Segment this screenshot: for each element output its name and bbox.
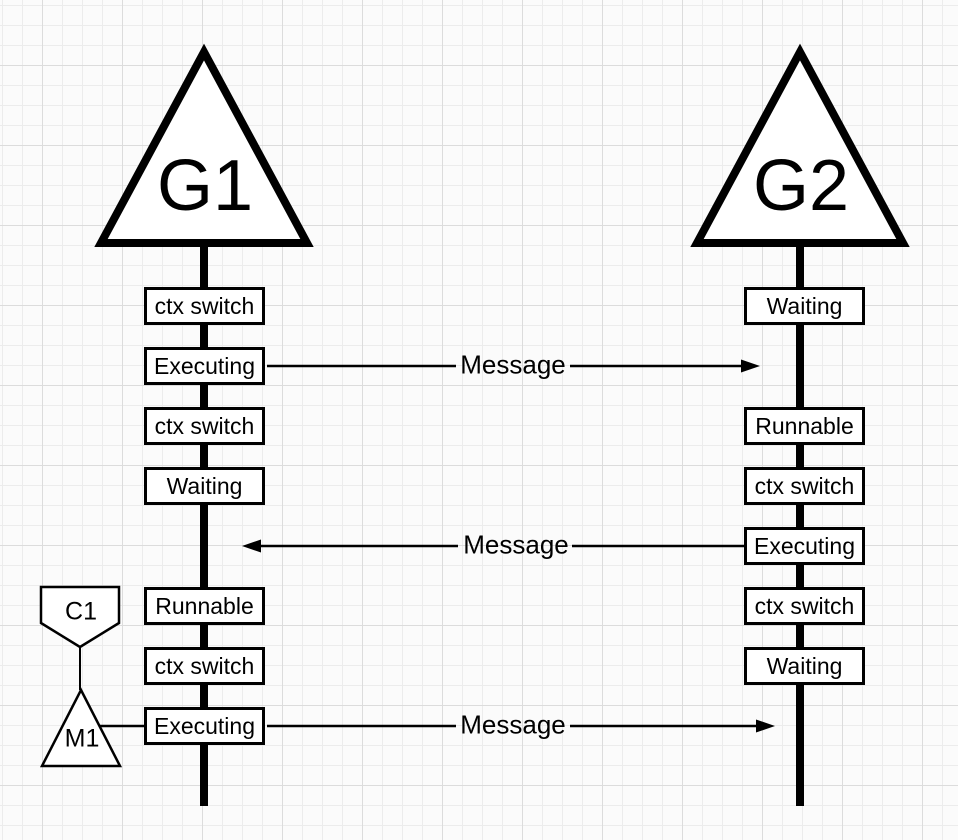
- g2-state-box-3: ctx switch: [744, 467, 865, 505]
- c1-label: C1: [65, 597, 97, 626]
- g1-state-box-5: Runnable: [144, 587, 265, 625]
- message-1-label: Message: [460, 349, 566, 380]
- g2-state-box-5: ctx switch: [744, 587, 865, 625]
- g1-state-box-1: ctx switch: [144, 287, 265, 325]
- g2-state-box-1: Waiting: [744, 287, 865, 325]
- g1-triangle-shape: [94, 43, 314, 247]
- message-arrow-2: [242, 539, 744, 553]
- message-arrow-1: [267, 359, 760, 373]
- g1-state-box-2: Executing: [144, 347, 265, 385]
- message-2-arrowhead-left-icon: [242, 539, 261, 553]
- message-3-arrowhead-right-icon: [756, 719, 775, 733]
- message-1-arrowhead-right-icon: [741, 359, 760, 373]
- g1-state-box-3: ctx switch: [144, 407, 265, 445]
- g1-label: G1: [156, 146, 254, 226]
- g2-state-box-4: Executing: [744, 527, 865, 565]
- m1-label: M1: [64, 724, 100, 753]
- message-arrow-3: [267, 719, 775, 733]
- m1-triangle-shape: [39, 687, 123, 768]
- g1-state-box-7: Executing: [144, 707, 265, 745]
- g2-state-box-6: Waiting: [744, 647, 865, 685]
- message-3-label: Message: [460, 709, 566, 740]
- g2-triangle-shape: [690, 43, 910, 247]
- message-2-label: Message: [463, 529, 569, 560]
- g2-label: G2: [752, 146, 850, 226]
- c1-pentagon-shape: [39, 585, 121, 649]
- g1-state-box-4: Waiting: [144, 467, 265, 505]
- g2-state-box-2: Runnable: [744, 407, 865, 445]
- g1-state-box-6: ctx switch: [144, 647, 265, 685]
